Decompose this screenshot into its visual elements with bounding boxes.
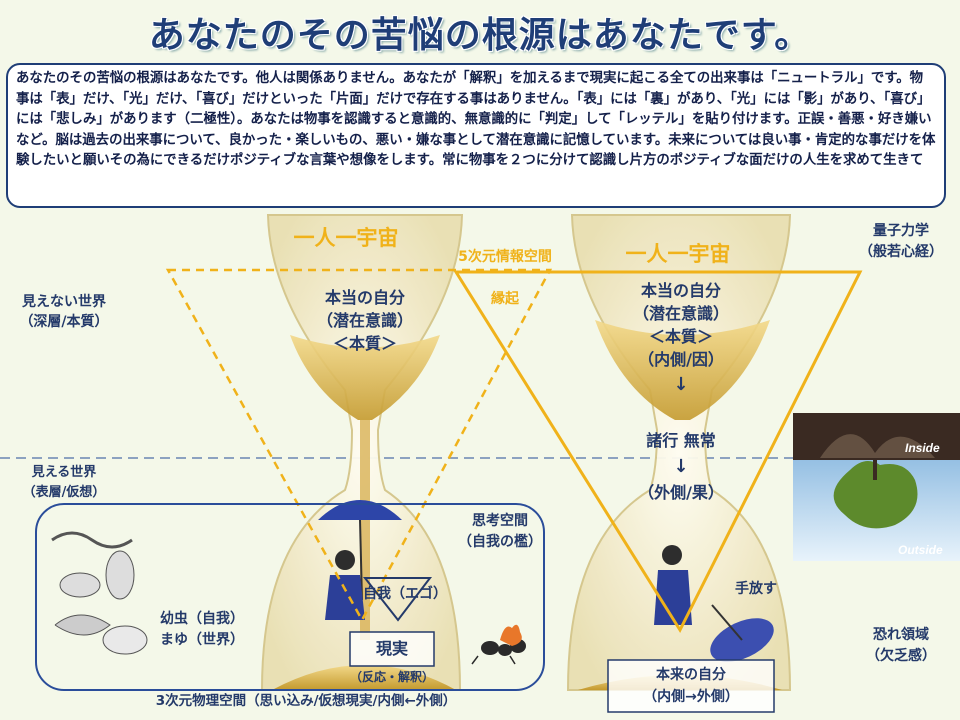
right-essence: ＜本質＞ bbox=[648, 327, 713, 346]
visible-world-sub: （表層/仮想） bbox=[22, 485, 106, 500]
left-essence: ＜本質＞ bbox=[332, 334, 397, 353]
ego-cage-label: （自我の檻） bbox=[458, 534, 542, 550]
invisible-world-label: 見えない世界 bbox=[22, 294, 106, 310]
inside-label: Inside bbox=[905, 441, 940, 455]
reaction-label: （反応・解釈） bbox=[349, 670, 434, 684]
inner-cause-label: （内側/因） bbox=[638, 350, 724, 369]
visible-world-label: 見える世界 bbox=[31, 465, 97, 480]
left-subconscious: （潜在意識） bbox=[316, 311, 413, 330]
inside-outside-image bbox=[793, 413, 960, 561]
let-go-label: 手放す bbox=[735, 581, 777, 597]
reality-box bbox=[349, 631, 435, 667]
down-arrow-icon-2: ↓ bbox=[673, 456, 689, 477]
larva-label: 幼虫（自我） bbox=[160, 611, 244, 627]
left-triangle bbox=[165, 268, 553, 623]
ego-label: 自我（エゴ） bbox=[363, 586, 447, 602]
heart-sutra-label: （般若心経） bbox=[859, 244, 943, 260]
right-figure bbox=[654, 545, 774, 662]
left-hourglass bbox=[260, 214, 464, 691]
original-self-label: 本来の自分 bbox=[656, 667, 726, 683]
quantum-label: 量子力学 bbox=[873, 223, 929, 239]
left-heading: 一人一宇宙 bbox=[293, 226, 399, 250]
page-title: あなたのその苦悩の根源はあなたです。 bbox=[148, 15, 812, 56]
cocoon-label: まゆ（世界） bbox=[160, 632, 244, 648]
outer-effect-label: （外側/果） bbox=[638, 483, 724, 502]
info-space-label: 5次元情報空間 bbox=[458, 249, 552, 265]
down-arrow-icon-1: ↓ bbox=[673, 374, 689, 395]
original-self-box bbox=[607, 659, 775, 713]
right-subconscious: （潜在意識） bbox=[632, 304, 729, 323]
engi-label: 縁起 bbox=[491, 291, 519, 307]
impermanence-label: 諸行 無常 bbox=[646, 431, 716, 450]
left-true-self: 本当の自分 bbox=[324, 288, 405, 307]
intro-box: あなたのその苦悩の根源はあなたです。他人は関係ありません。あなたが「解釈」を加え… bbox=[6, 63, 946, 208]
inner-outer-label: （内側→外側） bbox=[643, 689, 739, 705]
scarcity-label: （欠乏感） bbox=[866, 648, 936, 664]
outside-label: Outside bbox=[898, 543, 943, 557]
thought-space-label: 思考空間 bbox=[472, 513, 528, 529]
ego-triangle bbox=[362, 577, 433, 622]
physical-space-box bbox=[35, 503, 545, 691]
ant-icon bbox=[471, 624, 526, 665]
physical-space-label: 3次元物理空間（思い込み/仮想現実/内側←外側） bbox=[155, 693, 457, 709]
right-true-self: 本当の自分 bbox=[640, 281, 721, 300]
intro-text: あなたのその苦悩の根源はあなたです。他人は関係ありません。あなたが「解釈」を加え… bbox=[16, 71, 936, 169]
invisible-world-sub: （深層/本質） bbox=[19, 314, 109, 330]
larva-sketch bbox=[51, 531, 148, 655]
fear-zone-label: 恐れ領域 bbox=[873, 627, 929, 643]
right-heading: 一人一宇宙 bbox=[625, 242, 731, 266]
reality-label: 現実 bbox=[375, 639, 408, 658]
right-triangle bbox=[453, 270, 863, 634]
